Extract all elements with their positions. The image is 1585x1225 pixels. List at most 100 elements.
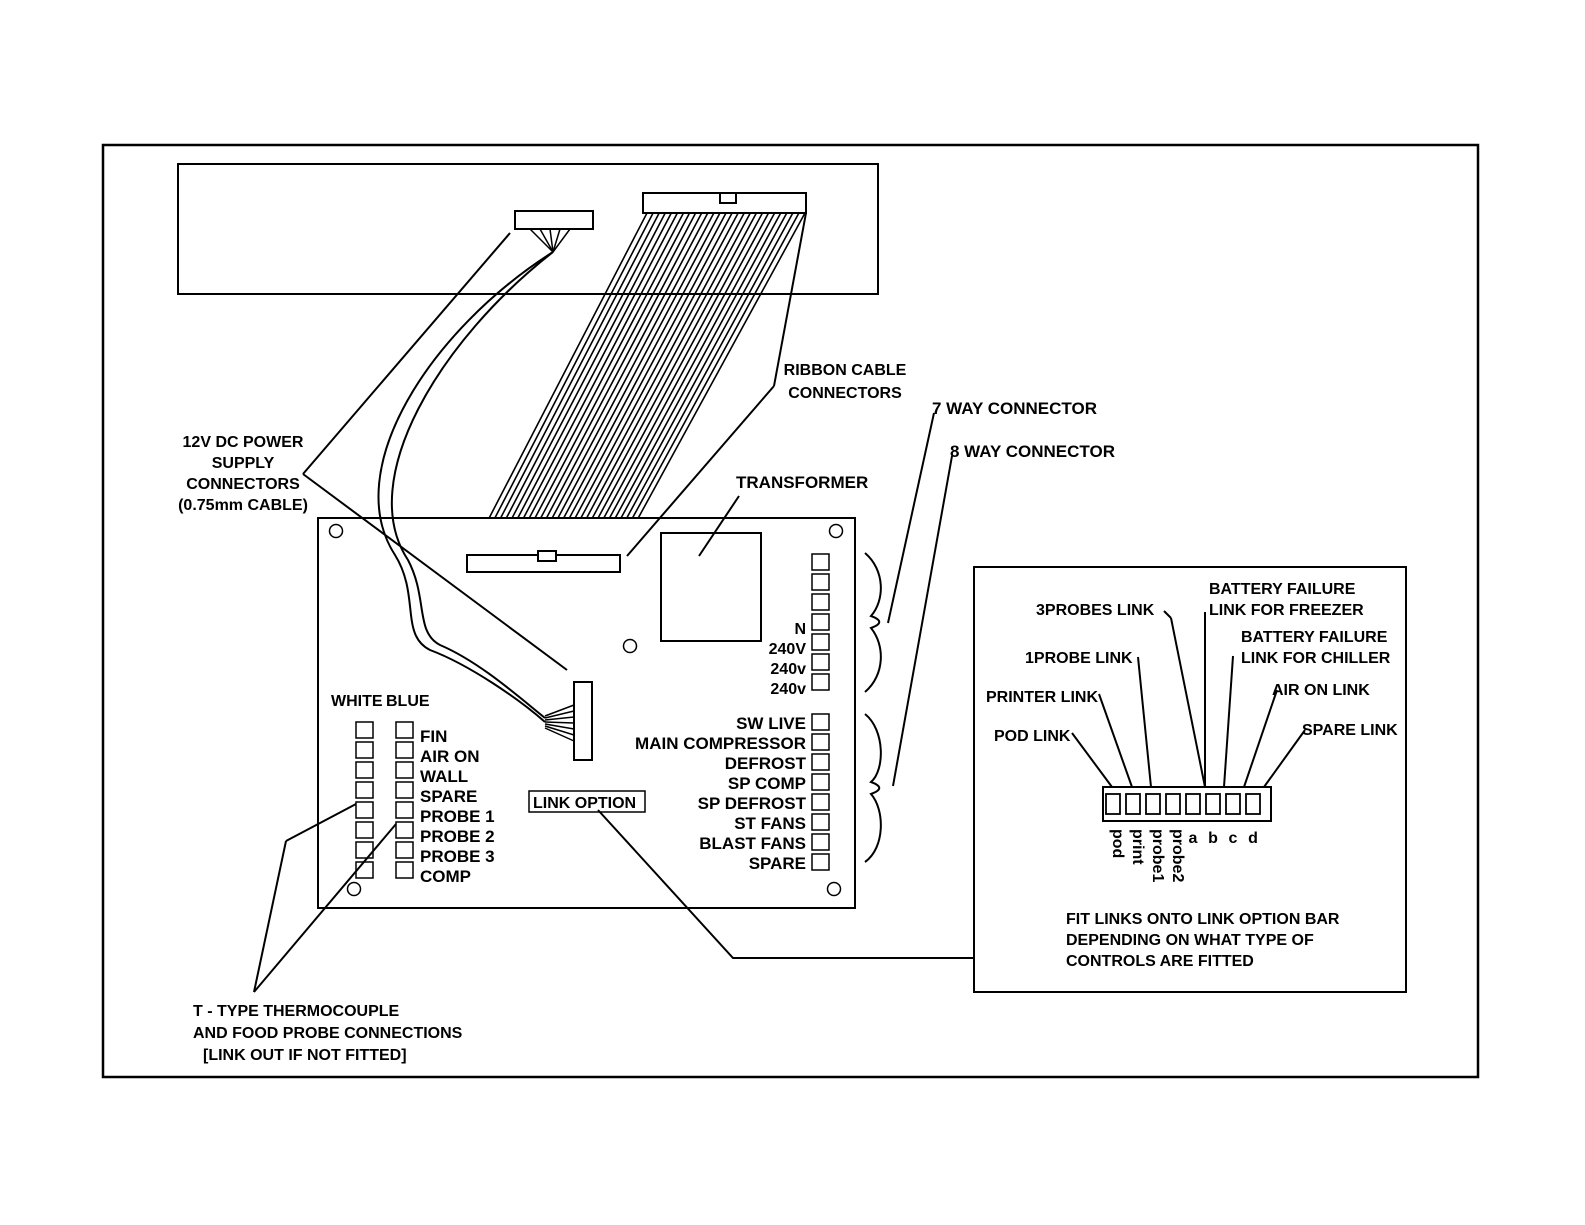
svg-text:RIBBON CABLE: RIBBON CABLE xyxy=(784,362,907,379)
link-bar xyxy=(1102,786,1272,822)
pin-label-vertical: pod xyxy=(1109,829,1126,858)
power-supply-cable-2 xyxy=(390,251,554,719)
seven-way-terminal-label: 240V xyxy=(769,641,807,658)
blue-terminal xyxy=(395,801,414,819)
eight-way-terminal xyxy=(811,833,830,851)
display-power-wires xyxy=(529,228,571,253)
ribbon-strand xyxy=(486,212,666,556)
ribbon-strand xyxy=(594,212,782,556)
seven-way-terminal-label: 240v xyxy=(770,661,806,678)
pin-label-letter: c xyxy=(1229,830,1238,847)
thermo-terminal-label: AIR ON xyxy=(420,747,480,766)
seven-way-callout: 7 WAY CONNECTOR xyxy=(932,399,1097,418)
white-terminal xyxy=(355,821,374,839)
ribbon-strand xyxy=(537,212,721,556)
power-supply-callout: 12V DC POWER SUPPLY CONNECTORS (0.75mm C… xyxy=(178,434,308,514)
svg-text:SUPPLY: SUPPLY xyxy=(212,455,275,472)
link-option-box xyxy=(528,790,646,813)
seven-way-terminal xyxy=(811,653,830,671)
ribbon-strand xyxy=(588,212,776,556)
ribbon-strand xyxy=(548,212,733,556)
eight-way-terminal xyxy=(811,793,830,811)
link-pin xyxy=(1125,793,1141,815)
seven-way-brace xyxy=(864,552,882,693)
ribbon-strand xyxy=(514,212,697,556)
link-panel-leaders xyxy=(1071,610,1306,788)
callout-leaders xyxy=(253,212,974,993)
svg-text:AND FOOD PROBE CONNECTIONS: AND FOOD PROBE CONNECTIONS xyxy=(193,1025,463,1042)
ribbon-strand xyxy=(605,212,794,556)
link-pin xyxy=(1205,793,1221,815)
svg-text:12V DC POWER: 12V DC POWER xyxy=(183,434,304,451)
eight-way-terminal-label: SP DEFROST xyxy=(698,794,807,813)
svg-text:(0.75mm CABLE): (0.75mm CABLE) xyxy=(178,497,308,514)
seven-way-terminal-label: N xyxy=(794,621,806,638)
transformer xyxy=(660,532,762,642)
white-terminal xyxy=(355,721,374,739)
link-pin xyxy=(1165,793,1181,815)
blue-terminal xyxy=(395,781,414,799)
eight-way-terminal-label: ST FANS xyxy=(734,814,806,833)
thermo-terminal-label: PROBE 2 xyxy=(420,827,495,846)
thermo-terminal-label: PROBE 3 xyxy=(420,847,495,866)
svg-text:PRINTER LINK: PRINTER LINK xyxy=(986,689,1098,706)
blue-terminal xyxy=(395,721,414,739)
eight-way-terminal-label: MAIN COMPRESSOR xyxy=(635,734,806,753)
ribbon-top-connector xyxy=(642,192,807,214)
ribbon-strand xyxy=(526,212,709,556)
ribbon-strand xyxy=(617,212,806,556)
ribbon-strand xyxy=(600,212,788,556)
pin-label-vertical: probe2 xyxy=(1169,829,1186,882)
white-terminal xyxy=(355,761,374,779)
svg-text:BATTERY FAILURE: BATTERY FAILURE xyxy=(1241,629,1388,646)
mounting-holes xyxy=(328,523,844,897)
link-panel-note: FIT LINKS ONTO LINK OPTION BAR DEPENDING… xyxy=(1066,911,1340,970)
ribbon-strand xyxy=(503,212,685,556)
eight-way-terminal xyxy=(811,713,830,731)
blue-terminal xyxy=(395,821,414,839)
link-pin xyxy=(1245,793,1261,815)
ribbon-strand xyxy=(611,212,800,556)
svg-text:CONNECTORS: CONNECTORS xyxy=(788,385,902,402)
svg-text:CONNECTORS: CONNECTORS xyxy=(186,476,300,493)
blue-header: BLUE xyxy=(386,693,430,710)
eight-way-terminal xyxy=(811,813,830,831)
seven-way-terminal xyxy=(811,553,830,571)
seven-way-terminal xyxy=(811,573,830,591)
eight-way-brace xyxy=(864,713,882,863)
seven-way-terminal-label: 240v xyxy=(770,681,806,698)
blue-terminal xyxy=(395,761,414,779)
link-pin xyxy=(1145,793,1161,815)
ribbon-strand xyxy=(583,212,770,556)
svg-text:CONTROLS ARE FITTED: CONTROLS ARE FITTED xyxy=(1066,953,1254,970)
ribbon-cable-callout: RIBBON CABLE CONNECTORS xyxy=(784,362,907,402)
svg-text:LINK FOR FREEZER: LINK FOR FREEZER xyxy=(1209,602,1364,619)
svg-text:DEPENDING ON WHAT TYPE OF: DEPENDING ON WHAT TYPE OF xyxy=(1066,932,1314,949)
ribbon-strand xyxy=(492,212,673,556)
seven-way-terminal xyxy=(811,593,830,611)
blue-terminal xyxy=(395,861,414,879)
white-terminal xyxy=(355,861,374,879)
thermo-terminal-label: WALL xyxy=(420,767,468,786)
white-terminal xyxy=(355,801,374,819)
link-panel-labels: 3PROBES LINK BATTERY FAILURE LINK FOR FR… xyxy=(986,581,1398,745)
svg-text:3PROBES LINK: 3PROBES LINK xyxy=(1036,602,1155,619)
link-option-label: LINK OPTION xyxy=(533,795,636,812)
svg-text:FIT LINKS ONTO LINK OPTION BAR: FIT LINKS ONTO LINK OPTION BAR xyxy=(1066,911,1340,928)
display-power-connector xyxy=(514,210,594,230)
thermo-terminal-label: COMP xyxy=(420,867,471,886)
ribbon-strand xyxy=(571,212,758,556)
white-header: WHITE xyxy=(331,693,383,710)
eight-way-terminal xyxy=(811,733,830,751)
pin-label-letter: b xyxy=(1208,830,1218,847)
svg-text:BATTERY FAILURE: BATTERY FAILURE xyxy=(1209,581,1356,598)
white-terminal xyxy=(355,841,374,859)
link-pin xyxy=(1105,793,1121,815)
svg-text:AIR ON LINK: AIR ON LINK xyxy=(1272,682,1370,699)
eight-way-terminal-label: BLAST FANS xyxy=(699,834,806,853)
seven-way-terminal xyxy=(811,673,830,691)
ribbon-strand xyxy=(469,212,648,556)
thermo-terminal-label: SPARE xyxy=(420,787,477,806)
eight-way-terminal xyxy=(811,773,830,791)
